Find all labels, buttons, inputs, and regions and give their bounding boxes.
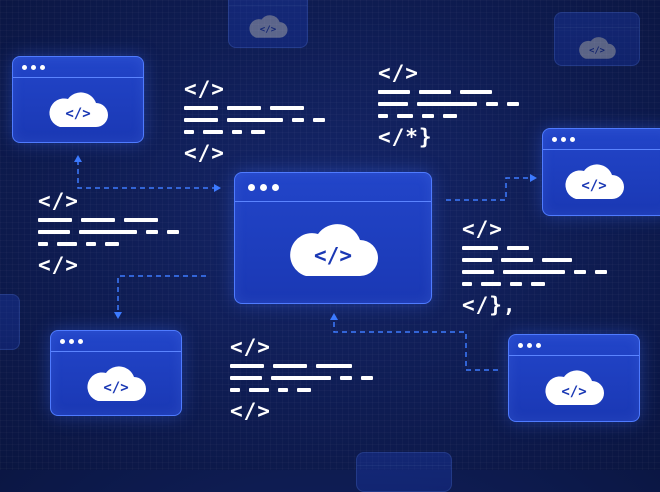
code-line bbox=[462, 282, 607, 286]
arrowhead-center-bottom bbox=[330, 313, 338, 320]
arrowhead-topright bbox=[530, 174, 537, 182]
faded-window-left-edge bbox=[0, 294, 20, 350]
connector-lines bbox=[74, 155, 537, 371]
cloud-code-icon: </> bbox=[579, 37, 616, 59]
arrowhead-topleft bbox=[74, 155, 82, 162]
window-top-left: </> bbox=[12, 56, 144, 143]
cloud-code-icon: </> bbox=[565, 164, 625, 199]
window-bottom-left: </> bbox=[50, 330, 182, 416]
code-line bbox=[38, 218, 179, 222]
code-open-tag: </> bbox=[462, 217, 503, 241]
arrowhead-center-left bbox=[214, 184, 221, 192]
faded-window-top-right: </> bbox=[554, 12, 640, 66]
code-line bbox=[230, 388, 373, 392]
code-snippet-right: </> </}, bbox=[462, 218, 607, 316]
code-line bbox=[378, 90, 519, 94]
cloud-code-icon: </> bbox=[290, 224, 378, 276]
svg-text:</>: </> bbox=[260, 25, 277, 35]
code-line bbox=[378, 102, 519, 106]
code-line bbox=[462, 258, 607, 262]
svg-text:</>: </> bbox=[589, 46, 605, 56]
code-line bbox=[38, 242, 179, 246]
code-close-tag: </}, bbox=[462, 293, 517, 317]
code-line bbox=[230, 364, 373, 368]
cloud-code-icon: </> bbox=[87, 366, 146, 401]
code-close-tag: </> bbox=[38, 253, 79, 277]
code-close-tag: </*} bbox=[378, 125, 433, 149]
window-center: </> bbox=[234, 172, 432, 304]
code-snippet-top-right: </> </*} bbox=[378, 62, 519, 148]
svg-text:</>: </> bbox=[561, 384, 586, 400]
svg-text:</>: </> bbox=[103, 380, 128, 396]
cloud-code-icon: </> bbox=[49, 92, 108, 127]
cloud-code-icon: </> bbox=[249, 15, 288, 38]
code-line bbox=[378, 114, 519, 118]
code-line bbox=[462, 246, 607, 250]
faded-window-bottom bbox=[356, 452, 452, 492]
connector-center-to-topright bbox=[446, 177, 530, 201]
code-close-tag: </> bbox=[184, 141, 225, 165]
code-line bbox=[230, 376, 373, 380]
cloud-code-icon: </> bbox=[545, 370, 604, 405]
faded-window-top: </> bbox=[228, 0, 308, 48]
code-line bbox=[184, 118, 325, 122]
code-close-tag: </> bbox=[230, 399, 271, 423]
code-line bbox=[184, 130, 325, 134]
connector-topleft-to-center bbox=[77, 160, 214, 189]
code-line bbox=[462, 270, 607, 274]
code-open-tag: </> bbox=[230, 335, 271, 359]
window-top-right: </> bbox=[542, 128, 660, 216]
code-open-tag: </> bbox=[184, 77, 225, 101]
connector-left-to-center bbox=[117, 275, 206, 314]
arrowhead-left-down bbox=[114, 312, 122, 319]
connector-bottomright-to-center bbox=[333, 318, 498, 371]
code-snippet-bottom-center: </> </> bbox=[230, 336, 373, 422]
svg-text:</>: </> bbox=[65, 106, 90, 122]
code-snippet-left: </> </> bbox=[38, 190, 179, 276]
code-open-tag: </> bbox=[378, 61, 419, 85]
code-line bbox=[184, 106, 325, 110]
window-bottom-right: </> bbox=[508, 334, 640, 422]
svg-text:</>: </> bbox=[582, 178, 607, 194]
svg-text:</>: </> bbox=[314, 244, 352, 268]
code-open-tag: </> bbox=[38, 189, 79, 213]
code-snippet-top-center: </> </> bbox=[184, 78, 325, 164]
code-line bbox=[38, 230, 179, 234]
